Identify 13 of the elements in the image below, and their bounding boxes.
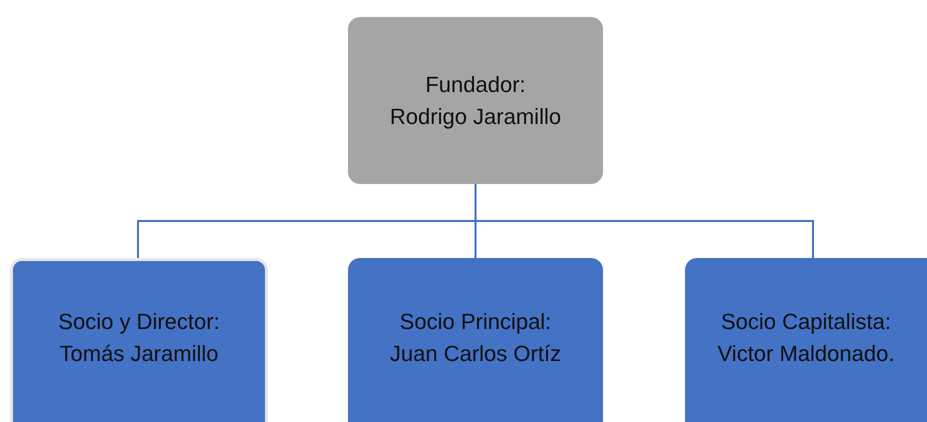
role-title: Fundador: [425,70,526,98]
person-name: Tomás Jaramillo [60,340,218,368]
connector-line [474,184,814,258]
person-name: Victor Maldonado. [718,340,894,368]
founder-box [348,17,603,184]
partner-box [10,258,268,422]
role-title: Socio Capitalista: [721,308,891,336]
role-title: Socio Principal: [400,308,552,336]
person-name: Rodrigo Jaramillo [390,102,562,131]
role-title: Socio y Director: [58,308,220,336]
person-name: Juan Carlos Ortíz [390,340,562,368]
partner-box [348,258,603,422]
partner-box [685,258,927,422]
